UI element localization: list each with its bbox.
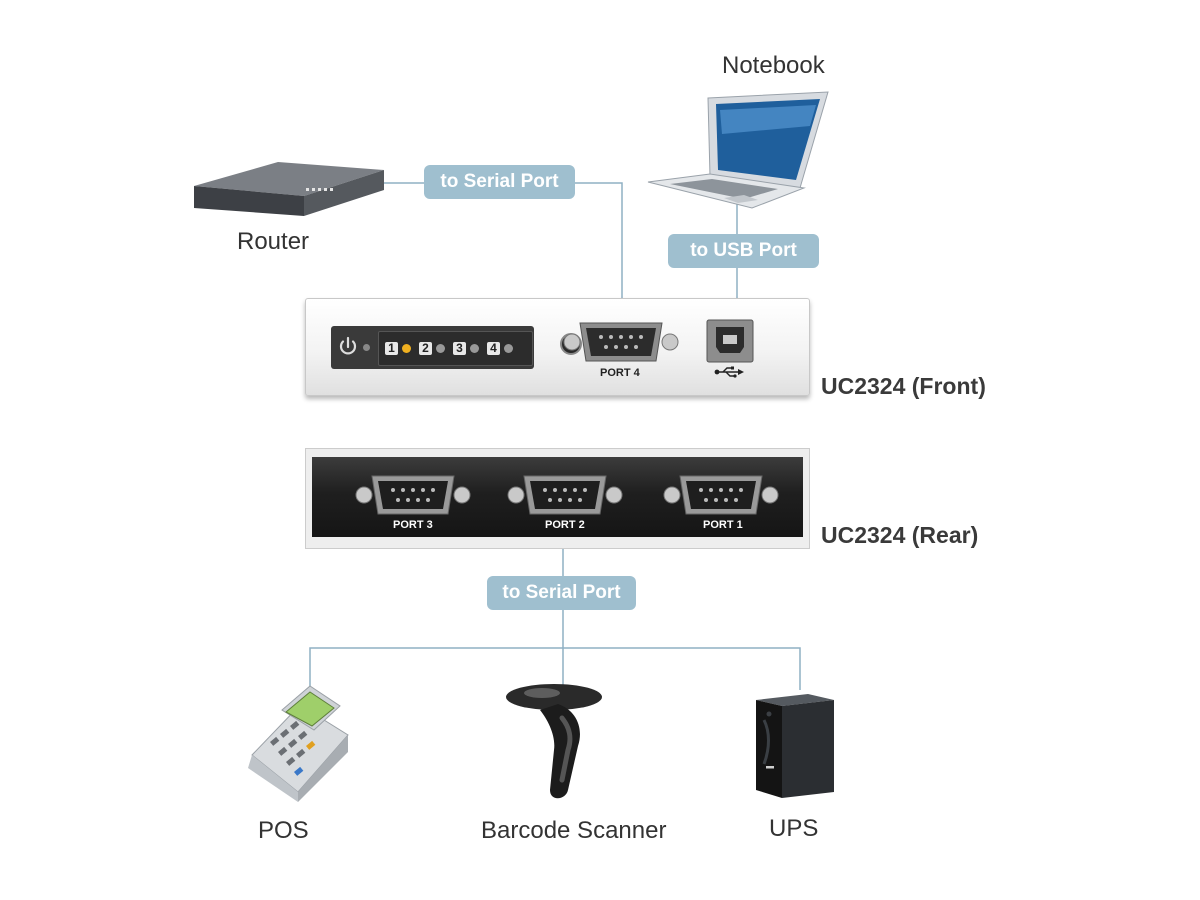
db9-serial-port-3-icon (355, 475, 471, 515)
front-port-4-label: PORT 4 (600, 367, 640, 379)
port-number-3: 3 (453, 342, 466, 355)
db9-serial-port-2-icon (507, 475, 623, 515)
status-led-panel: 1 2 3 4 (331, 326, 534, 369)
notebook-icon (647, 91, 829, 209)
router-label: Router (237, 228, 310, 255)
ups-tower-icon (756, 694, 834, 798)
port-number-4: 4 (487, 342, 500, 355)
port-number-1: 1 (385, 342, 398, 355)
port-4-led (504, 344, 513, 353)
router-icon (194, 162, 384, 216)
usb-type-b-port-icon (706, 319, 754, 363)
port-led-strip: 1 2 3 4 (378, 331, 533, 366)
pos-terminal-icon (248, 685, 349, 802)
rear-port-1-label: PORT 1 (703, 519, 743, 531)
router-serial-connection-label: to Serial Port (424, 165, 575, 199)
uc2324-front-panel: 1 2 3 4 PORT 4 (305, 298, 810, 396)
uc2324-rear-panel: PORT 3 PORT 2 PORT 1 (305, 448, 810, 549)
uc2324-rear-label: UC2324 (Rear) (821, 522, 979, 548)
ups-label: UPS (769, 815, 819, 842)
rear-port-2-label: PORT 2 (545, 519, 585, 531)
port-number-2: 2 (419, 342, 432, 355)
rear-port-3-label: PORT 3 (393, 519, 433, 531)
wire-device-bus (309, 647, 801, 690)
pos-label: POS (258, 817, 309, 844)
notebook-usb-connection-label: to USB Port (668, 234, 819, 268)
port-1-led-active (402, 344, 411, 353)
barcode-scanner-icon (506, 684, 602, 799)
port-3-led (470, 344, 479, 353)
port-2-led (436, 344, 445, 353)
rear-serial-connection-label: to Serial Port (487, 576, 636, 610)
db9-serial-port-1-icon (663, 475, 779, 515)
power-led (363, 344, 370, 351)
barcode-scanner-label: Barcode Scanner (481, 817, 667, 844)
rear-panel-face: PORT 3 PORT 2 PORT 1 (312, 457, 803, 537)
db9-serial-port-4-icon (563, 322, 679, 362)
power-icon (339, 336, 357, 355)
notebook-label: Notebook (722, 52, 825, 79)
usb-symbol-icon (714, 366, 744, 378)
uc2324-front-label: UC2324 (Front) (821, 373, 986, 399)
